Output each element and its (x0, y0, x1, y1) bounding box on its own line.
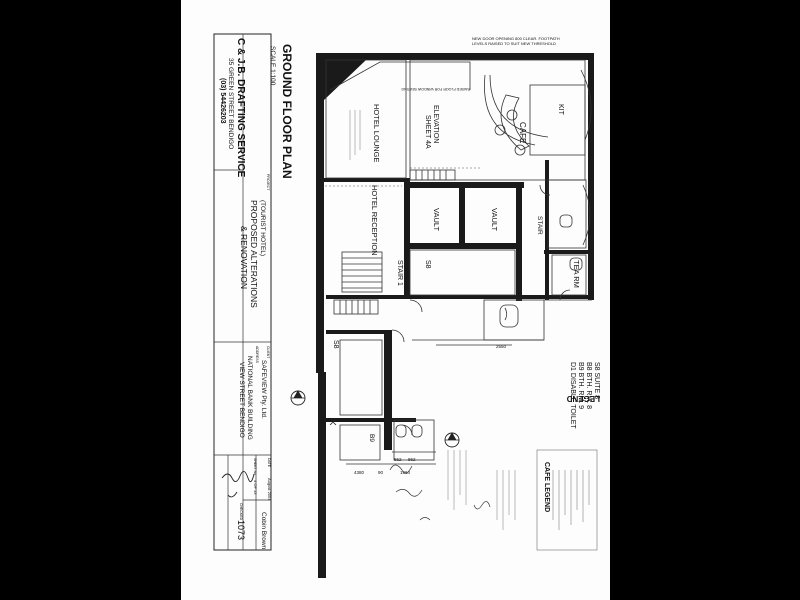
cafe-legend-lines (552, 470, 590, 530)
room-vault-1: VAULT (432, 208, 441, 231)
title-block (213, 33, 272, 551)
dim-862-a: 862 (394, 457, 402, 462)
checked-label: CHECKED (239, 503, 243, 521)
room-tea-rm: TEA RM (572, 260, 581, 288)
cafe-legend-box (536, 449, 598, 551)
plan-scale: SCALE 1:100 (269, 46, 276, 86)
checked-by: Cobin Brown (260, 512, 267, 550)
job-number: 1073 (236, 520, 246, 540)
legend-item-2: B9 BTH. RM. 9 (577, 362, 584, 409)
client-label: CLIENT (266, 346, 270, 359)
legend-item-1: B8 BTH. RM. 8 (585, 362, 592, 409)
project-line1: (TOURIST HOTEL) (259, 200, 266, 256)
handwritten-note-mark-2 (419, 501, 491, 521)
date-value: August 2004 (267, 478, 272, 501)
annotation-text-blocks (349, 110, 516, 530)
handwritten-note-mark (389, 464, 423, 497)
room-vault-2: VAULT (490, 208, 499, 231)
dimension-lines (346, 344, 512, 465)
partitions (325, 59, 592, 461)
date-label: DATE (267, 458, 271, 468)
room-hotel-lounge: HOTEL LOUNGE (372, 104, 381, 162)
room-stair-1: STAIR 1 (396, 260, 403, 286)
building-walls (316, 53, 594, 578)
stair-treads (333, 169, 456, 315)
firm-address: 35 GREEN STREET BENDIGO (227, 58, 234, 149)
address-line2: VIEW STREET BENDIGO (238, 362, 245, 438)
room-kit: KIT (557, 104, 564, 116)
section-markers (290, 390, 460, 448)
project-line2: PROPOSED ALTERATIONS (249, 200, 259, 308)
room-cafe: CAFE (518, 122, 527, 143)
note-raised-floor: RAISED FLOOR FOR WINDOW SEATING (401, 87, 470, 91)
room-s8-upper: S8 (424, 260, 431, 269)
sheet-number: 4 OF 13 (253, 480, 258, 495)
dim-862-b: 862 (408, 457, 416, 462)
address-line1: NATIONAL BANK BUILDING (246, 356, 253, 440)
room-s8-lower: S8 (332, 340, 339, 349)
cafe-legend-heading: CAFE LEGEND (543, 462, 550, 512)
firm-phone: (03) 54426203 (219, 78, 226, 124)
project-line3: & RENOVATION (239, 226, 249, 289)
room-stair-2: STAIR (536, 216, 543, 235)
floor-plan-drawing: C & J.B. DRAFTING SERVICE 35 GREEN STREE… (213, 33, 600, 578)
room-elevation: ELEVATION (432, 105, 439, 143)
legend-item-3: D1 DISABLE TOILET (569, 362, 576, 429)
legend-heading: LEGEND (566, 394, 600, 403)
dim-4380: 4380 (354, 470, 365, 475)
room-elevation-sheet: SHEET 4A (424, 115, 431, 149)
dim-2550: 2550 (496, 344, 507, 349)
drawing-sheet: C & J.B. DRAFTING SERVICE 35 GREEN STREE… (181, 0, 610, 600)
firm-name: C & J.B. DRAFTING SERVICE (235, 38, 246, 178)
client-name: SAFEVIEW Pty. Ltd. (260, 360, 267, 419)
signature-scribble (221, 471, 255, 498)
dim-1964: 1964 (400, 470, 411, 475)
fixtures (395, 94, 583, 438)
dim-90: 90 (378, 470, 384, 475)
sheet-label: SHEET No. (253, 458, 257, 476)
room-hotel-reception: HOTEL RECEPTION (370, 185, 379, 256)
note-top-2: LEVELS RAISED TO SUIT NEW THRESHOLD (472, 41, 556, 46)
room-b9: B9 (368, 434, 375, 442)
legend-item-0: S8 SUITE 8 (593, 362, 600, 399)
plan-heading: GROUND FLOOR PLAN (280, 44, 294, 179)
project-label: PROJECT (266, 174, 270, 191)
note-top-1: NEW DOOR OPENING 800 CLEAR. FOOTPATH (472, 36, 560, 41)
address-label: ADDRESS (255, 346, 259, 364)
